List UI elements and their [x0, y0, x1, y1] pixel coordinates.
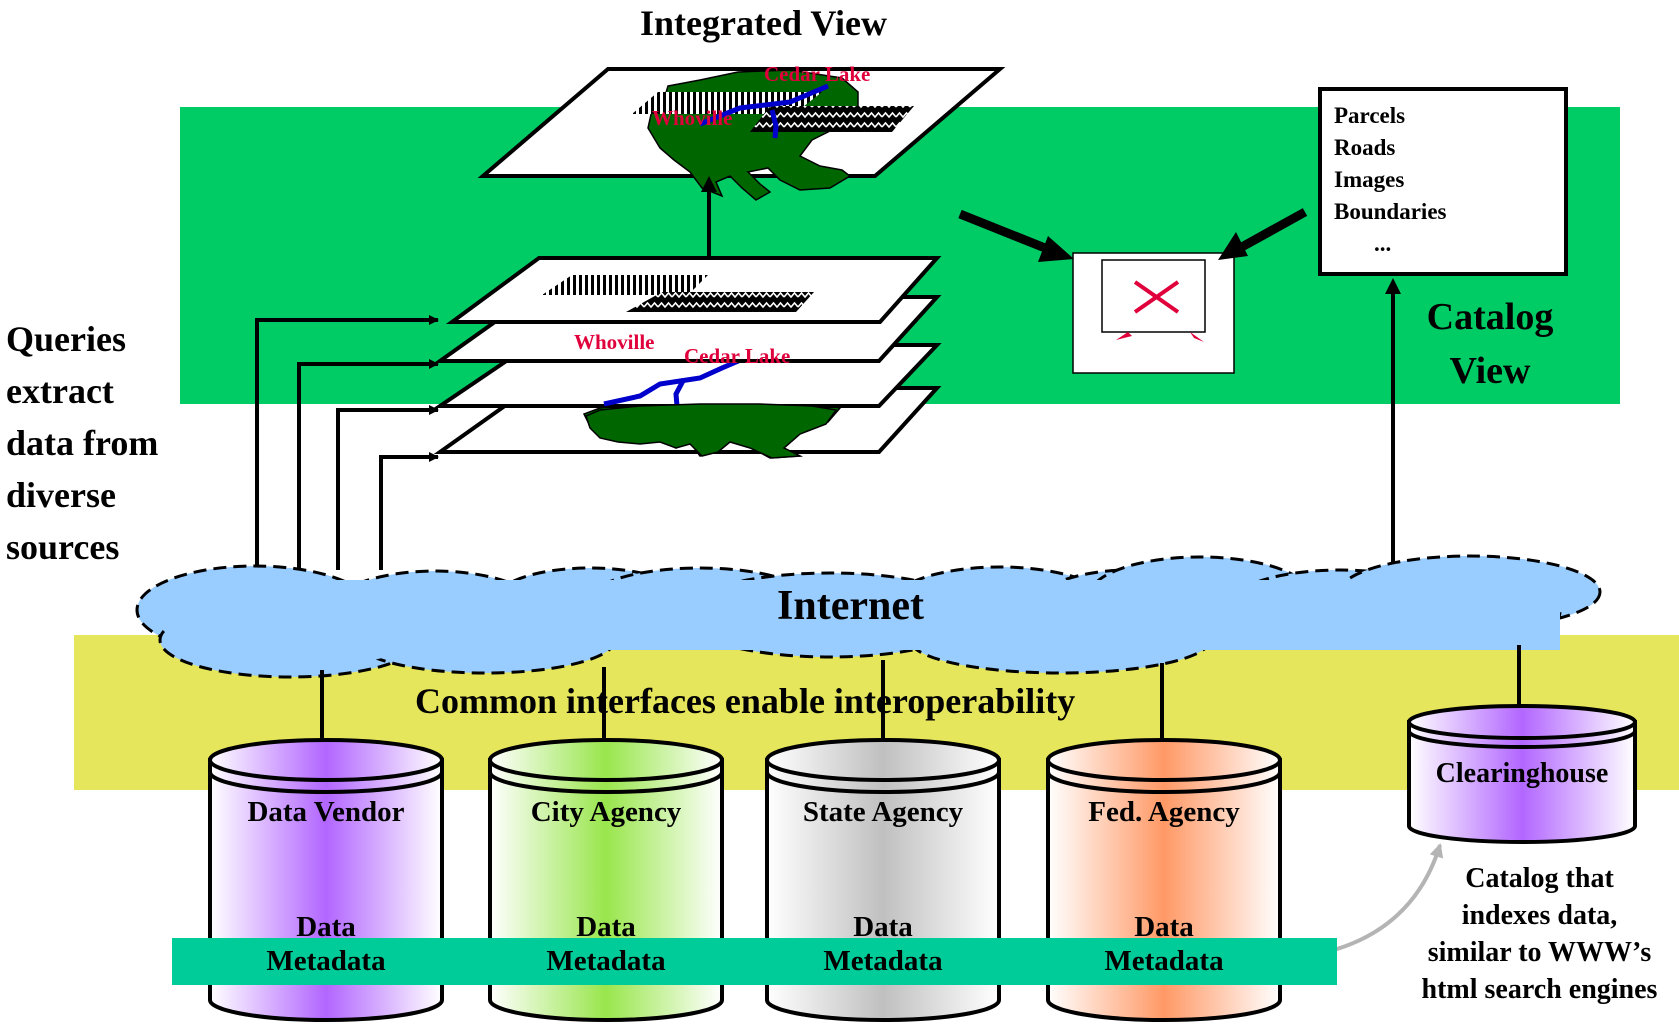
clearinghouse-label: Clearinghouse	[1435, 758, 1609, 789]
layer-stack	[433, 256, 942, 459]
source-metadata: Metadata	[823, 945, 943, 977]
broken-image-icon	[1116, 280, 1204, 342]
source-data: Data	[296, 911, 356, 943]
catalog-view-line: Catalog	[1426, 296, 1554, 338]
catalog-list-item: Parcels	[1334, 103, 1406, 128]
source-name: Fed. Agency	[1088, 796, 1240, 828]
side-line: sources	[6, 527, 120, 567]
source-metadata: Metadata	[546, 945, 666, 977]
page-title: Integrated View	[640, 3, 887, 43]
source-name: Data Vendor	[247, 796, 405, 828]
catalog-caption-line: Catalog that	[1465, 863, 1614, 894]
catalog-caption: Catalog that indexes data, similar to WW…	[1400, 860, 1679, 1008]
catalog-list-item: Images	[1334, 167, 1405, 192]
side-line: data from	[6, 423, 159, 463]
arrow-icon	[958, 208, 1308, 262]
metadata-band	[172, 938, 1337, 985]
source-name: City Agency	[530, 796, 682, 828]
source-data: Data	[1134, 911, 1194, 943]
source-name: State Agency	[802, 796, 964, 828]
queries-description: Queries extract data from diverse source…	[6, 313, 158, 573]
internet-cloud-fill	[147, 566, 1590, 668]
source-data: Data	[576, 911, 636, 943]
top-town-label: Whoville	[652, 106, 733, 130]
interoperability-label: Common interfaces enable interoperabilit…	[415, 681, 1076, 721]
layer-town-label: Whoville	[574, 330, 655, 354]
side-line: diverse	[6, 475, 116, 515]
side-line: extract	[6, 371, 114, 411]
source-metadata: Metadata	[266, 945, 386, 977]
top-lake-label: Cedar Lake	[764, 62, 871, 86]
catalog-list: Parcels Roads Images Boundaries ...	[1334, 100, 1446, 260]
internet-label: Internet	[777, 583, 924, 629]
catalog-caption-line: similar to WWW’s	[1427, 937, 1652, 968]
source-data: Data	[853, 911, 913, 943]
source-metadata: Metadata	[1104, 945, 1224, 977]
catalog-view-line: View	[1449, 350, 1531, 392]
catalog-list-box	[1318, 87, 1568, 276]
integrated-map-layer	[477, 67, 1006, 201]
cylinder-clearinghouse	[1407, 704, 1637, 844]
query-arrows	[255, 315, 439, 570]
broken-image-panel	[1072, 252, 1235, 374]
catalog-caption-line: html search engines	[1421, 974, 1658, 1005]
catalog-list-more: ...	[1374, 231, 1392, 256]
catalog-list-item: Roads	[1334, 135, 1396, 160]
catalog-list-item: Boundaries	[1334, 199, 1447, 224]
side-line: Queries	[6, 319, 126, 359]
layer-lake-label: Cedar Lake	[684, 344, 791, 368]
catalog-caption-line: indexes data,	[1461, 900, 1618, 931]
catalog-view-label: Catalog View	[1400, 290, 1580, 398]
